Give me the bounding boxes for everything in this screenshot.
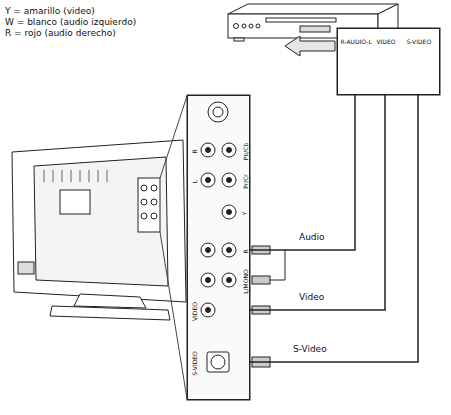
s-video-jack — [211, 355, 225, 369]
rca-jack — [222, 243, 236, 257]
tv-housing — [12, 140, 186, 302]
vent-slot — [44, 170, 45, 182]
rca-jack-pin — [227, 148, 232, 153]
color-key-note: W = blanco (audio izquierdo) — [5, 17, 136, 28]
rca-jack-pin — [227, 210, 232, 215]
dvd-top — [228, 4, 398, 14]
tv-back — [12, 96, 187, 399]
vent-slot — [80, 170, 81, 182]
tv-plugs — [252, 246, 285, 367]
rca-jack — [201, 173, 215, 187]
panel-plate — [187, 95, 250, 400]
rca-jack — [201, 273, 215, 287]
rca-jack — [222, 273, 236, 287]
vent-slot — [98, 170, 99, 182]
jack-label: VIDEO — [191, 301, 198, 320]
rca-jack — [201, 243, 215, 257]
color-key-note: Y = amarillo (video) — [5, 6, 95, 17]
tv-stand-neck — [74, 294, 146, 308]
jack-label: Pr/Cr — [241, 174, 248, 189]
vent-slot — [107, 170, 108, 182]
dvd-button — [249, 24, 253, 28]
rca-jack — [222, 205, 236, 219]
dvd-foot — [234, 38, 244, 41]
tv-stand-base — [50, 306, 170, 320]
zoom-line — [160, 96, 187, 178]
vent-slot — [89, 170, 90, 182]
dvd-tray — [266, 18, 336, 22]
cable-label: S-Video — [292, 344, 328, 355]
rca-jack-pin — [227, 278, 232, 283]
tv-plate — [60, 190, 90, 214]
signal-cable — [250, 95, 418, 362]
rca-jack — [222, 143, 236, 157]
rca-jack — [201, 303, 215, 317]
dvd-button — [256, 24, 260, 28]
panel-dial — [208, 102, 228, 122]
signal-cable — [250, 95, 385, 310]
tiny-jack — [141, 185, 147, 191]
jack-label: S-VIDEO — [190, 351, 197, 376]
rca-jack-pin — [206, 178, 211, 183]
output-panel: R-AUDIO-L VIDEO S-VIDEO — [337, 28, 440, 95]
rca-jack-pin — [206, 308, 211, 313]
rca-jack-pin — [227, 178, 232, 183]
jack-label: R — [191, 149, 198, 153]
rca-jack-pin — [206, 148, 211, 153]
vent-slot — [53, 170, 54, 182]
tiny-jack — [141, 213, 147, 219]
tiny-jack — [151, 185, 157, 191]
zoom-line — [160, 232, 187, 399]
cable-label: Audio — [298, 232, 326, 243]
tiny-jack — [141, 199, 147, 205]
dvd-button — [234, 24, 239, 29]
tv-back-cover — [34, 157, 168, 286]
vent-slot — [71, 170, 72, 182]
direction-arrow — [285, 36, 335, 56]
jack-label: R-AUDIO-L — [341, 38, 372, 45]
tv-jacks-small — [141, 185, 157, 219]
jack-label: L — [191, 179, 198, 182]
tiny-jack — [151, 199, 157, 205]
tiny-jack — [151, 213, 157, 219]
vent-slot — [62, 170, 63, 182]
panel-dial — [213, 107, 223, 117]
dvd-display — [300, 26, 330, 32]
dvd-button — [242, 24, 246, 28]
rca-plug — [252, 276, 270, 284]
tv-jack-panel-art — [187, 95, 250, 400]
rca-jacks — [201, 143, 236, 317]
jack-label: S-VIDEO — [407, 38, 432, 45]
jack-label: VIDEO — [377, 38, 396, 45]
jack-label: Pb/Cb — [242, 142, 249, 159]
dvd-outputs — [337, 28, 440, 95]
rca-jack-pin — [206, 278, 211, 283]
jack-label: L/MONO — [242, 269, 249, 293]
rca-jack-pin — [206, 248, 211, 253]
vent-slots — [44, 170, 107, 182]
signal-cable — [250, 95, 355, 250]
color-key-note: R = rojo (audio derecho) — [5, 28, 116, 39]
tv-jack-area — [138, 178, 160, 232]
cable-label: Video — [298, 292, 325, 303]
jack-label: Y — [241, 211, 248, 215]
rca-jack — [222, 173, 236, 187]
rca-jack — [201, 143, 215, 157]
output-plate — [337, 28, 440, 95]
s-video-jack — [207, 352, 229, 372]
audio-cable-branch — [270, 250, 285, 280]
input-panel: R Pb/CbL Pr/CrY R L/MONO VIDEO S-VIDEO — [187, 95, 250, 400]
rca-jack-pin — [227, 248, 232, 253]
tv-sticker — [18, 262, 34, 274]
jack-label: R — [242, 249, 249, 253]
